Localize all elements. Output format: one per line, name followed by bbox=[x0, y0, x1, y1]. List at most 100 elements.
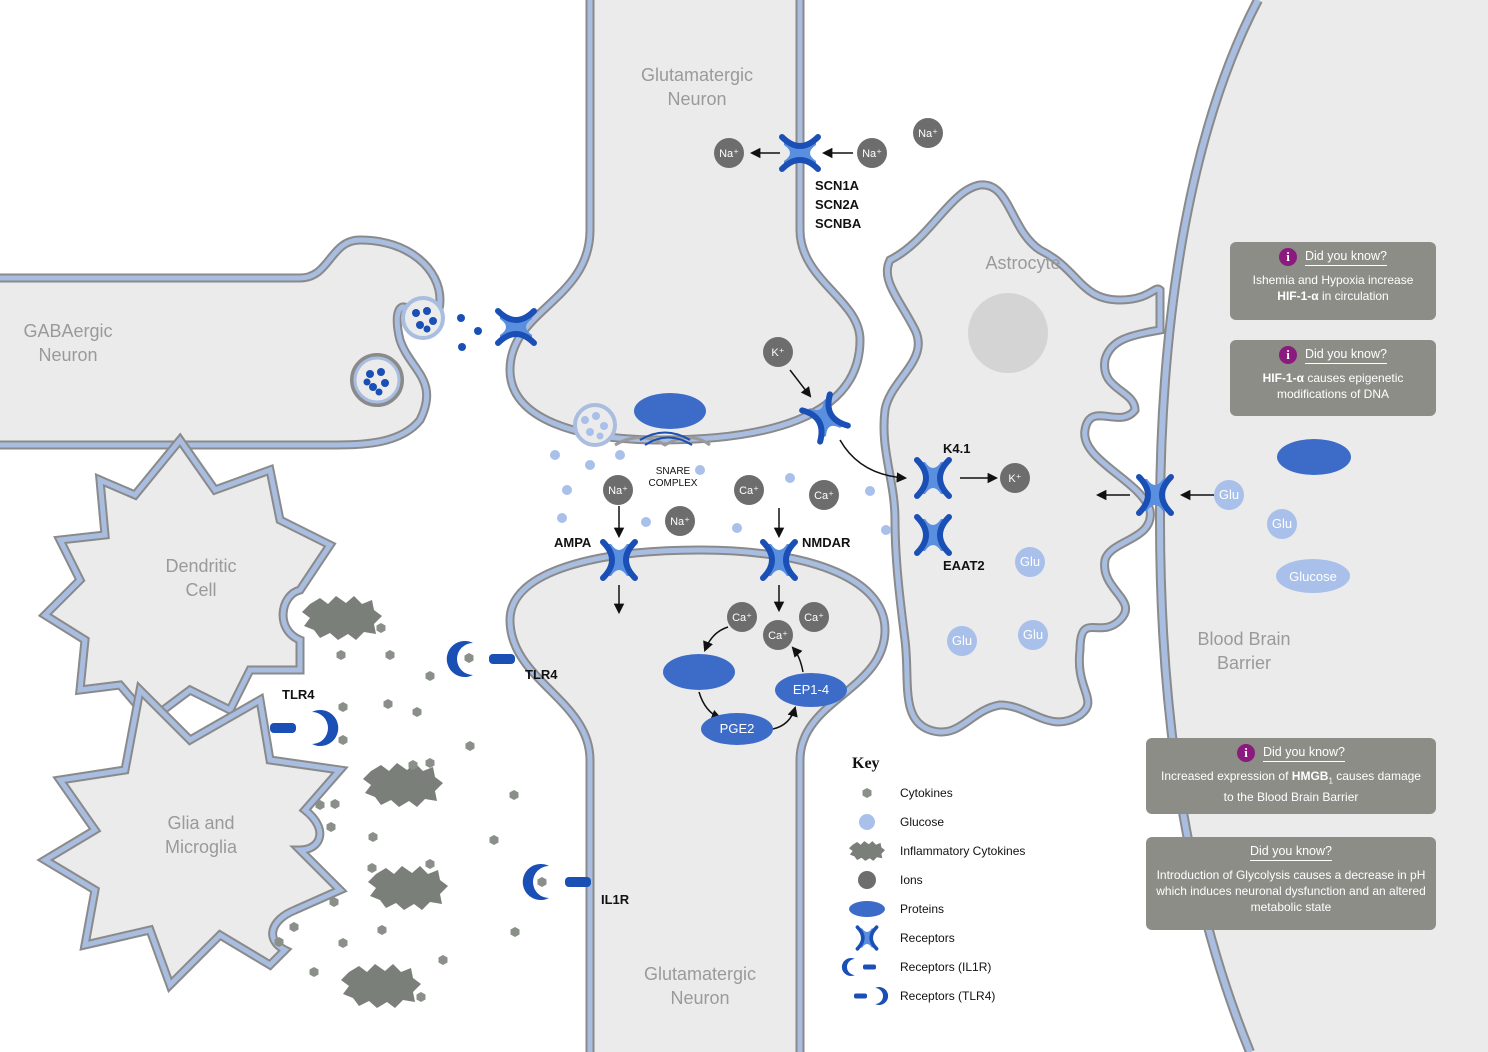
svg-text:Ca⁺: Ca⁺ bbox=[732, 612, 752, 624]
key-item-label: Ions bbox=[900, 873, 923, 887]
inflammatory-cytokine bbox=[341, 964, 421, 1008]
gabaergic-neuron bbox=[0, 235, 445, 450]
ion-na: Na⁺ bbox=[714, 138, 744, 168]
did-you-know-text: HIF-1-α causes epigenetic modifications … bbox=[1262, 371, 1404, 401]
protein-presynaptic bbox=[634, 393, 706, 429]
glucose-molecule: Glucose bbox=[1276, 559, 1350, 593]
ion-ca: Ca⁺ bbox=[734, 475, 764, 505]
label-tlr4-glia: TLR4 bbox=[282, 687, 315, 702]
glu-molecule: Glu bbox=[947, 626, 977, 656]
svg-text:Glu: Glu bbox=[1272, 516, 1292, 531]
key-item-label: Receptors bbox=[900, 931, 955, 945]
protein-bbb bbox=[1277, 439, 1351, 475]
did-you-know-box-4: Did you know? Introduction of Glycolysis… bbox=[1146, 837, 1436, 930]
protein-postsynaptic bbox=[663, 654, 735, 690]
pge2-molecule: PGE2 bbox=[701, 713, 773, 745]
astrocyte-nucleus bbox=[968, 293, 1048, 373]
svg-text:PGE2: PGE2 bbox=[720, 721, 755, 736]
svg-text:Ca⁺: Ca⁺ bbox=[768, 630, 788, 642]
inflammatory-cytokine bbox=[363, 763, 443, 807]
svg-text:K⁺: K⁺ bbox=[1008, 473, 1021, 485]
cleft-glutamate bbox=[550, 450, 891, 535]
svg-text:Ca⁺: Ca⁺ bbox=[814, 490, 834, 502]
svg-text:Glu: Glu bbox=[952, 633, 972, 648]
label-nmdar: NMDAR bbox=[802, 535, 851, 550]
label-scnba: SCNBA bbox=[815, 216, 862, 231]
svg-text:Na⁺: Na⁺ bbox=[608, 485, 628, 497]
key-item-label: Cytokines bbox=[900, 786, 953, 800]
tlr4-receptor-glia bbox=[270, 710, 339, 746]
ion-na: Na⁺ bbox=[603, 475, 633, 505]
label-scn1a: SCN1A bbox=[815, 178, 860, 193]
svg-text:Glu: Glu bbox=[1219, 487, 1239, 502]
inflammatory-cytokine bbox=[302, 596, 382, 640]
did-you-know-text: Increased expression of HMGB1 causes dam… bbox=[1161, 769, 1421, 805]
glu-molecule: Glu bbox=[1267, 509, 1297, 539]
ion-ca: Ca⁺ bbox=[763, 620, 793, 650]
ion-ca: Ca⁺ bbox=[799, 602, 829, 632]
label-il1r: IL1R bbox=[601, 892, 630, 907]
did-you-know-box-1: i Did you know? Ishemia and Hypoxia incre… bbox=[1230, 242, 1436, 320]
did-you-know-title: Did you know? bbox=[1305, 346, 1387, 364]
ep14-receptor: EP1-4 bbox=[775, 673, 847, 707]
label-eaat2: EAAT2 bbox=[943, 558, 985, 573]
svg-text:EP1-4: EP1-4 bbox=[793, 682, 829, 697]
ion-na: Na⁺ bbox=[665, 506, 695, 536]
svg-text:Ca⁺: Ca⁺ bbox=[739, 485, 759, 497]
info-icon: i bbox=[1279, 248, 1297, 266]
gaba-vesicle bbox=[350, 353, 404, 407]
ion-k: K⁺ bbox=[1000, 463, 1030, 493]
did-you-know-text: Introduction of Glycolysis causes a decr… bbox=[1156, 868, 1426, 914]
ion-k: K⁺ bbox=[763, 337, 793, 367]
key-title: Key bbox=[852, 755, 880, 772]
svg-text:Na⁺: Na⁺ bbox=[862, 148, 882, 160]
receptor-tlr4-icon bbox=[854, 987, 889, 1005]
key-item-label: Receptors (IL1R) bbox=[900, 960, 991, 974]
glutamate-vesicle bbox=[573, 403, 617, 447]
key-item-label: Inflammatory Cytokines bbox=[900, 844, 1025, 858]
svg-text:Na⁺: Na⁺ bbox=[918, 128, 938, 140]
il1r-receptor bbox=[522, 864, 591, 900]
did-you-know-title: Did you know? bbox=[1263, 744, 1345, 762]
svg-text:K⁺: K⁺ bbox=[771, 347, 784, 359]
ion-ca: Ca⁺ bbox=[727, 602, 757, 632]
receptor-icon bbox=[855, 925, 879, 951]
key-item-label: Glucose bbox=[900, 815, 944, 829]
svg-text:Glu: Glu bbox=[1023, 627, 1043, 642]
inflammatory-cytokine bbox=[368, 866, 448, 910]
ion-na: Na⁺ bbox=[913, 118, 943, 148]
glucose-icon bbox=[859, 814, 875, 830]
key-item-label: Receptors (TLR4) bbox=[900, 989, 995, 1003]
key-item-label: Proteins bbox=[900, 902, 944, 916]
inflammatory-cytokine-icon bbox=[849, 841, 885, 861]
ion-ca: Ca⁺ bbox=[809, 480, 839, 510]
cytokine-icon bbox=[862, 788, 872, 798]
label-scn2a: SCN2A bbox=[815, 197, 860, 212]
did-you-know-title: Did you know? bbox=[1250, 843, 1332, 861]
snare-complex bbox=[614, 431, 711, 447]
svg-text:Glucose: Glucose bbox=[1289, 569, 1337, 584]
gaba-vesicle-open bbox=[401, 296, 445, 340]
did-you-know-title: Did you know? bbox=[1305, 248, 1387, 266]
ion-icon bbox=[858, 871, 876, 889]
label-k41: K4.1 bbox=[943, 441, 970, 456]
svg-text:Glu: Glu bbox=[1020, 554, 1040, 569]
cytokines bbox=[274, 623, 547, 1002]
did-you-know-box-3: i Did you know? Increased expression of H… bbox=[1146, 738, 1436, 814]
glu-molecule: Glu bbox=[1018, 620, 1048, 650]
svg-text:Na⁺: Na⁺ bbox=[670, 516, 690, 528]
info-icon: i bbox=[1237, 744, 1255, 762]
tlr4-receptor bbox=[446, 641, 515, 677]
glu-molecule: Glu bbox=[1015, 547, 1045, 577]
receptor-il1r-icon bbox=[841, 958, 876, 976]
label-ampa: AMPA bbox=[554, 535, 592, 550]
